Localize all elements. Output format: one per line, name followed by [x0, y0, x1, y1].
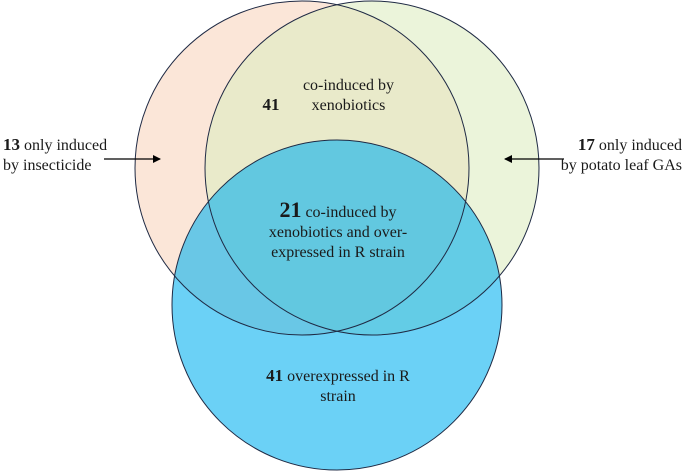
right-callout: 17 only induced by potato leaf GAs [540, 135, 682, 176]
center-text-line1: co-induced by [305, 204, 397, 221]
potato-leaf-circle-outline [204, 0, 540, 336]
r-strain-text-line1: overexpressed in R [287, 368, 410, 385]
xenobiotics-count: 41 [262, 95, 280, 114]
right-callout-count: 17 [577, 135, 595, 154]
xenobiotics-text: co-induced by xenobiotics [302, 77, 395, 114]
r-strain-circle [172, 140, 502, 470]
r-strain-text-line2: strain [320, 388, 356, 405]
center-text-line2: xenobiotics and over- [268, 224, 408, 241]
left-callout-count: 13 [3, 135, 20, 154]
r-strain-count: 41 [266, 366, 284, 385]
right-callout-line2: by potato leaf GAs [560, 157, 682, 174]
left-callout-line2: by insecticide [3, 157, 92, 174]
insecticide-circle-outline [134, 0, 470, 336]
right-callout-line1: only induced [598, 137, 682, 154]
center-count: 21 [279, 197, 302, 222]
xenobiotics-region-label: 41 co-induced by xenobiotics [238, 76, 438, 116]
center-region-label: 21 co-induced by xenobiotics and over- e… [238, 197, 438, 263]
center-text-line3: expressed in R strain [271, 244, 405, 261]
left-callout: 13 only induced by insecticide [3, 135, 123, 176]
r-strain-circle-outline [171, 139, 503, 471]
left-callout-line1: only induced [24, 137, 108, 154]
r-strain-region-label: 41 overexpressed in R strain [238, 366, 438, 407]
